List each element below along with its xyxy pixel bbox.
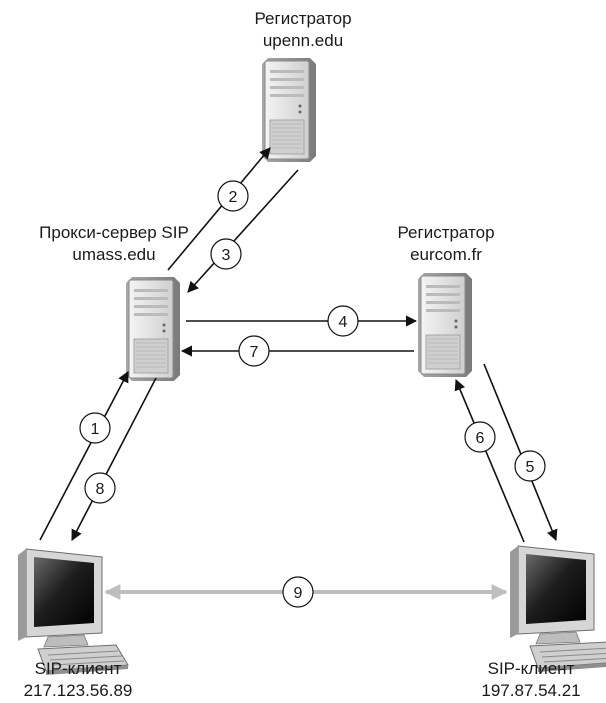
proxy-umass-host: umass.edu xyxy=(72,245,156,264)
registrar-eurcom-role: Регистратор xyxy=(397,223,495,242)
step-number-6: 6 xyxy=(476,430,485,447)
arrow-step-2 xyxy=(167,147,271,271)
arrow-step-5 xyxy=(483,363,558,542)
registrar-upenn-server-icon xyxy=(261,57,317,163)
step-number-3: 3 xyxy=(222,247,231,264)
arrow-step-1 xyxy=(39,371,129,541)
registrar-eurcom-host: eurcom.fr xyxy=(410,245,482,264)
proxy-umass-server-icon xyxy=(125,276,181,382)
registrar-upenn-role: Регистратор xyxy=(254,9,352,28)
step-number-8: 8 xyxy=(96,481,105,498)
arrow-step-6 xyxy=(454,378,525,543)
step-number-1: 1 xyxy=(91,421,100,438)
client-left-address: 217.123.56.89 xyxy=(23,681,133,700)
registrar-eurcom-server-icon xyxy=(417,272,473,378)
step-marker-5: 5 xyxy=(514,450,546,482)
client-right-role: SIP-клиент xyxy=(487,659,575,678)
step-marker-8: 8 xyxy=(84,472,116,504)
client-right-computer-icon xyxy=(509,545,606,673)
client-left-role: SIP-клиент xyxy=(34,659,122,678)
step-marker-6: 6 xyxy=(464,421,496,453)
step-marker-1: 1 xyxy=(79,412,111,444)
step-number-7: 7 xyxy=(250,344,259,361)
arrow-step-3 xyxy=(187,169,299,293)
step-number-4: 4 xyxy=(339,314,348,331)
client-right-label: SIP-клиент 197.87.54.21 xyxy=(456,658,606,702)
step-marker-4: 4 xyxy=(327,305,359,337)
client-left-computer-icon xyxy=(17,548,129,676)
client-left-label: SIP-клиент 217.123.56.89 xyxy=(0,658,156,702)
step-marker-3: 3 xyxy=(210,238,242,270)
step-number-2: 2 xyxy=(229,189,238,206)
step-marker-9: 9 xyxy=(282,576,314,608)
proxy-umass-role: Прокси-сервер SIP xyxy=(39,223,189,242)
client-right-address: 197.87.54.21 xyxy=(481,681,581,700)
step-marker-2: 2 xyxy=(217,180,249,212)
registrar-upenn-host: upenn.edu xyxy=(262,31,344,50)
step-number-5: 5 xyxy=(526,459,535,476)
proxy-umass-label: Прокси-сервер SIP umass.edu xyxy=(2,222,226,266)
arrow-step-8 xyxy=(71,377,157,541)
step-marker-7: 7 xyxy=(238,335,270,367)
registrar-eurcom-label: Регистратор eurcom.fr xyxy=(340,222,552,266)
step-number-9: 9 xyxy=(294,585,303,602)
registrar-upenn-label: Регистратор upenn.edu xyxy=(195,8,411,52)
